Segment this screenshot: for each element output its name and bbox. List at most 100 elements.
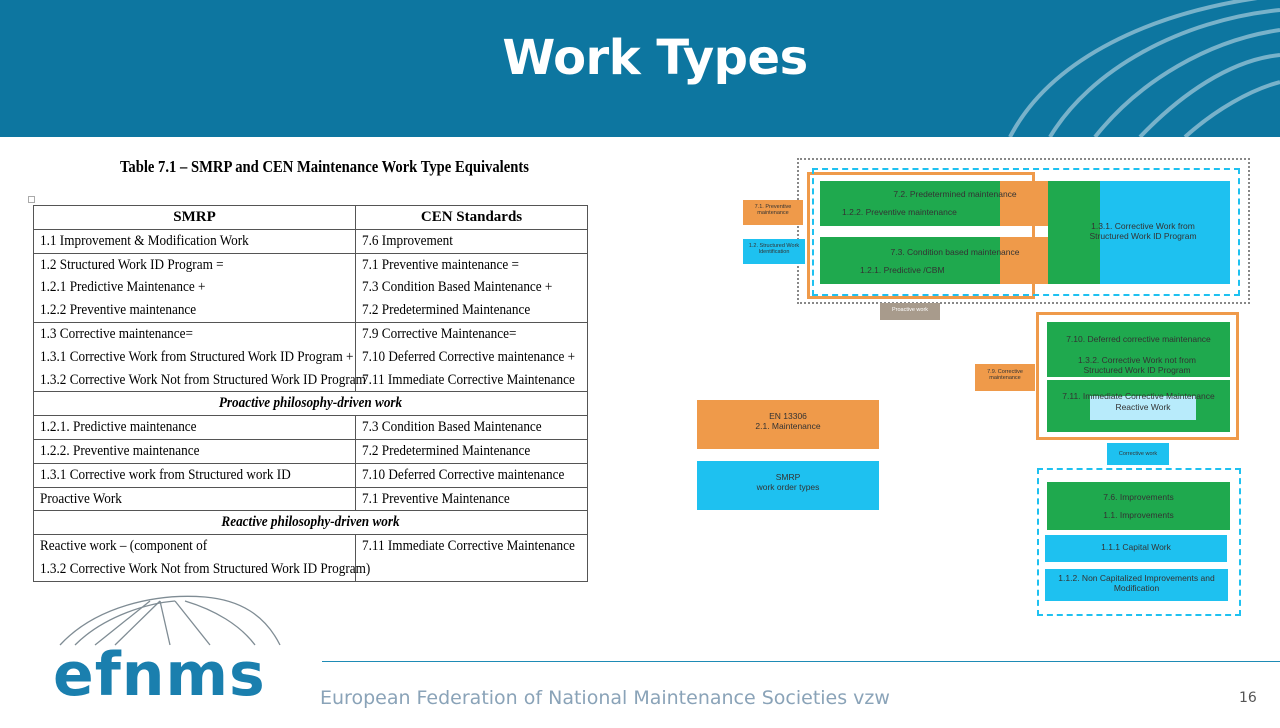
cell-line: 7.6 Improvement [362, 232, 453, 249]
efnms-logo-icon [59, 595, 281, 646]
corrective-orange-frame [1036, 312, 1239, 440]
deferred-label: 7.10. Deferred corrective maintenance [1066, 334, 1211, 344]
legend-smrp-box [697, 461, 879, 510]
corrective-work-tag [1107, 443, 1169, 465]
cell-line: 1.3.1 Corrective Work from Structured Wo… [40, 348, 354, 365]
cell-line: 1.1 Improvement & Modification Work [40, 232, 249, 249]
cell-line: 1.2.1. Predictive maintenance [40, 419, 197, 436]
section-heading: Reactive philosophy-driven work [33, 510, 588, 536]
cell-line: 1.2.2 Preventive maintenance [40, 302, 197, 319]
table-row: 1.1 Improvement & Modification Work 7.6 I… [33, 228, 588, 254]
cen-cell: 7.10 Deferred Corrective maintenance [355, 462, 588, 488]
reactive-work-box [1090, 396, 1196, 420]
corrective-not-from-label: 1.3.2. Corrective Work not from Structur… [1078, 355, 1196, 375]
smrp-cell: 1.3.1 Corrective work from Structured wo… [33, 462, 356, 488]
table-row: 1.2.1. Predictive maintenance 7.3 Conditi… [33, 415, 588, 440]
corrective-tag-label: 7.9. Corrective maintenance [987, 369, 1023, 381]
proactive-frame [797, 158, 1250, 304]
predetermined-orange-strip [1000, 181, 1048, 226]
deferred-box [1047, 322, 1230, 377]
cen-cell: 7.2 Predetermined Maintenance [355, 438, 588, 464]
predictive-label: 1.2.1. Predictive /CBM [860, 265, 945, 275]
condition-label: 7.3. Condition based maintenance [890, 247, 1020, 257]
legend-en-box [697, 400, 879, 449]
work-type-table: SMRP CEN Standards 1.1 Improvement & Mod… [33, 205, 588, 582]
smrp-cell: 1.2.2. Preventive maintenance [33, 438, 356, 464]
cen-cell: 7.1 Preventive Maintenance [355, 486, 588, 512]
table-caption: Table 7.1 – SMRP and CEN Maintenance Wor… [120, 157, 529, 176]
table-section-row: Proactive philosophy-driven work [33, 391, 588, 417]
non-capitalized-box [1045, 569, 1228, 601]
cell-line: 1.2 Structured Work ID Program = [40, 256, 224, 273]
cen-cell: 7.9 Corrective Maintenance= 7.10 Deferred… [355, 321, 588, 393]
cell-line: 7.1 Preventive maintenance = [362, 256, 519, 273]
smrp-cell: Proactive Work [33, 486, 356, 512]
cen-cell: 7.1 Preventive maintenance = 7.3 Conditio… [355, 252, 588, 323]
table-row: Proactive Work 7.1 Preventive Maintenance [33, 486, 588, 512]
cell-line: 7.3 Condition Based Maintenance [362, 419, 542, 436]
proactive-work-tag [880, 303, 940, 320]
work-type-diagram: 7.2. Predetermined maintenance 1.2.2. Pr… [690, 150, 1280, 630]
cell-line: 7.11 Immediate Corrective Maintenance [362, 371, 575, 388]
table-row: 1.3 Corrective maintenance= 1.3.1 Correct… [33, 321, 588, 393]
cell-line: Proactive Work [40, 490, 122, 507]
preventive-label: 1.2.2. Preventive maintenance [842, 207, 957, 217]
cen-cell: 7.11 Immediate Corrective Maintenance [355, 534, 588, 582]
cell-line: 7.10 Deferred Corrective maintenance + [362, 348, 576, 365]
section-heading: Proactive philosophy-driven work [33, 391, 588, 417]
condition-orange-strip [1000, 237, 1048, 284]
legend-smrp-title: SMRP [775, 472, 801, 482]
cen-cell: 7.6 Improvement [355, 228, 588, 254]
header-banner: Work Types [0, 0, 1280, 137]
preventive-tag-label: 7.1. Preventive maintenance [754, 204, 792, 216]
cell-line: 7.11 Immediate Corrective Maintenance [362, 538, 575, 555]
preventive-tag [743, 200, 803, 225]
cell-line: 1.2.2. Preventive maintenance [40, 442, 200, 459]
cell-line: 7.10 Deferred Corrective maintenance [362, 466, 565, 483]
immediate-label: 7.11. Immediate Corrective Maintenance [1062, 391, 1215, 401]
table-row: 1.3.1 Corrective work from Structured wo… [33, 462, 588, 488]
structured-dashed-frame [812, 168, 1240, 296]
cell-line: 7.2 Predetermined Maintenance [362, 302, 531, 319]
page-number: 16 [1239, 690, 1257, 706]
column-header-cen: CEN Standards [355, 205, 588, 230]
table-handle [28, 196, 35, 203]
cell-line: 7.2 Predetermined Maintenance [362, 442, 531, 459]
capital-box [1045, 535, 1227, 562]
cell-line: 1.3.1 Corrective work from Structured wo… [40, 466, 291, 483]
improvement-dashed-frame [1037, 468, 1241, 616]
improvements-76-label: 7.6. Improvements [1103, 492, 1174, 502]
cell-line: 1.3.2 Corrective Work Not from Structure… [40, 560, 371, 577]
corrective-tag [975, 364, 1035, 391]
legend-smrp-sub: work order types [756, 482, 820, 492]
improvements-11-label: 1.1. Improvements [1103, 510, 1174, 520]
predetermined-label: 7.2. Predetermined maintenance [893, 189, 1017, 199]
table-row: 1.2.2. Preventive maintenance 7.2 Predete… [33, 438, 588, 464]
smrp-cell: 1.1 Improvement & Modification Work [33, 228, 356, 254]
improvements-box [1047, 482, 1230, 530]
table-row: 1.2 Structured Work ID Program = 1.2.1 Pr… [33, 252, 588, 323]
slide-title: Work Types [502, 30, 808, 86]
smrp-cell: 1.2 Structured Work ID Program = 1.2.1 Pr… [33, 252, 356, 323]
reactive-work-label: Reactive Work [1115, 402, 1171, 412]
corrective-from-box [1100, 181, 1230, 284]
cell-line: 1.3 Corrective maintenance= [40, 325, 193, 342]
footer-organization: European Federation of National Maintena… [320, 687, 890, 709]
cell-line: 1.2.1 Predictive Maintenance + [40, 279, 206, 296]
cell-line: 7.1 Preventive Maintenance [362, 490, 510, 507]
smrp-cell: 1.3 Corrective maintenance= 1.3.1 Correct… [33, 321, 366, 393]
corrective-from-green [1048, 181, 1103, 284]
corrective-from-label: 1.3.1. Corrective Work from Structured W… [1089, 221, 1197, 241]
corrective-work-label: Corrective work [1118, 451, 1158, 457]
cell-line: 7.9 Corrective Maintenance= [362, 325, 517, 342]
preventive-orange-frame [807, 172, 1035, 299]
cell-line: 1.3.2 Corrective Work Not from Structure… [40, 371, 366, 388]
structured-tag [743, 239, 805, 264]
non-capitalized-label: 1.1.2. Non Capitalized Improvements and … [1058, 573, 1215, 593]
legend-en-title: EN 13306 [769, 411, 807, 421]
decorative-arcs [1008, 0, 1280, 137]
proactive-work-label: Proactive work [891, 307, 929, 313]
cell-line: 7.3 Condition Based Maintenance + [362, 279, 553, 296]
